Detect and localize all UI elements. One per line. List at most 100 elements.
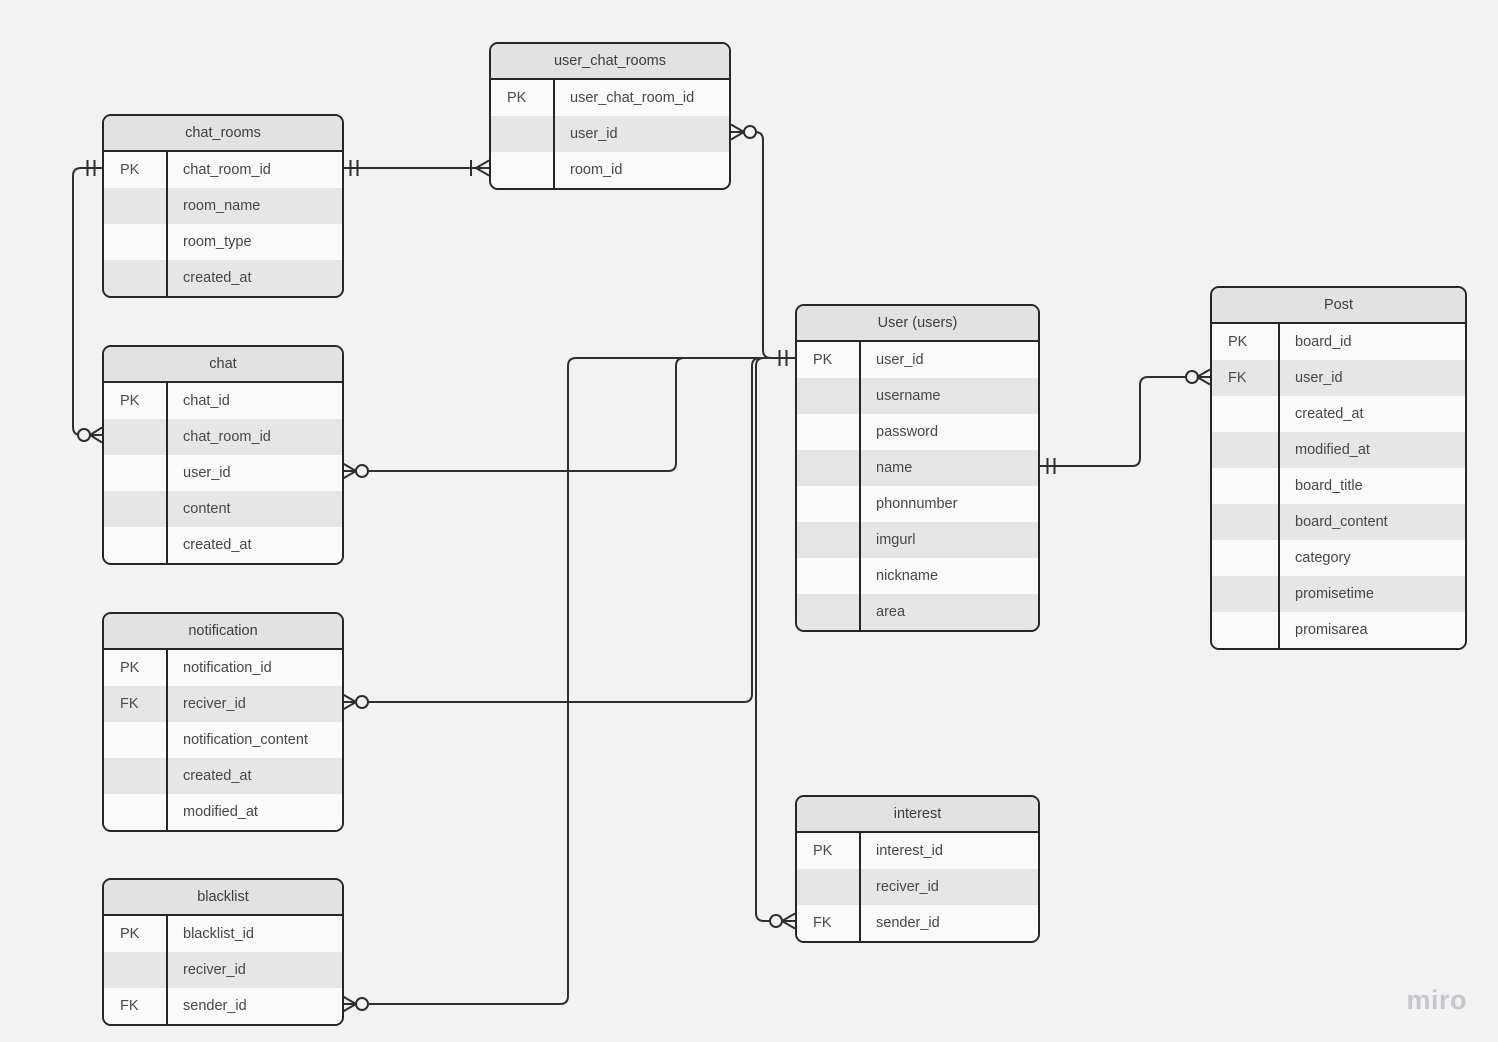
field-row-username: username [797,378,1038,414]
field-name: area [859,594,1038,630]
field-row-promisarea: promisarea [1212,612,1465,648]
key-cell [1212,468,1278,504]
key-cell [797,869,859,905]
field-row-created_at: created_at [104,758,342,794]
field-row-board_title: board_title [1212,468,1465,504]
field-row-created_at: created_at [104,527,342,563]
field-row-created_at: created_at [1212,396,1465,432]
key-cell [1212,396,1278,432]
field-row-room_name: room_name [104,188,342,224]
field-row-password: password [797,414,1038,450]
key-cell [104,758,166,794]
key-cell: PK [1228,334,1248,350]
field-row-board_content: board_content [1212,504,1465,540]
field-row-area: area [797,594,1038,630]
field-row-created_at: created_at [104,260,342,296]
key-cell [797,486,859,522]
crows-foot-many [89,426,103,444]
field-name: created_at [166,260,342,296]
connector-user_chat_rooms-user[interactable] [731,131,795,359]
connector-user-post[interactable] [1040,376,1210,467]
connector-line[interactable] [755,357,795,922]
connector-chat_rooms-chat[interactable] [72,167,102,436]
field-row-imgurl: imgurl [797,522,1038,558]
key-cell: PK [507,90,527,106]
field-name: promisarea [1278,612,1465,648]
miro-logo[interactable]: miro [1406,985,1467,1015]
field-name: content [166,491,342,527]
key-cell: PK [120,660,140,676]
field-row-phonnumber: phonnumber [797,486,1038,522]
field-row-room_id: room_id [491,152,729,188]
crows-foot-many [342,995,357,1013]
connector-markers-user-post [1046,368,1211,474]
key-cell: PK [813,843,833,859]
field-name: modified_at [166,794,342,830]
field-name: nickname [859,558,1038,594]
connector-interest-user[interactable] [755,357,795,922]
connector-line[interactable] [731,131,795,359]
key-cell [104,419,166,455]
field-row-category: category [1212,540,1465,576]
field-name: reciver_id [166,686,342,722]
connector-line[interactable] [343,357,795,1005]
key-cell [104,491,166,527]
field-name: room_name [166,188,342,224]
field-name: username [859,378,1038,414]
key-cell [491,116,553,152]
field-row-notification_id: PK notification_id [104,650,342,686]
field-row-nickname: nickname [797,558,1038,594]
field-name: room_type [166,224,342,260]
crows-foot-many [730,123,745,141]
field-row-notification_content: notification_content [104,722,342,758]
connector-markers-user_chat_rooms-user [730,123,788,366]
cardinality-zero-circle [769,914,783,928]
field-row-name: name [797,450,1038,486]
field-name: reciver_id [166,952,342,988]
field-name: board_title [1278,468,1465,504]
entity-title: blacklist [104,880,342,916]
connector-line[interactable] [1040,376,1210,467]
entity-title: Post [1212,288,1465,324]
field-name: modified_at [1278,432,1465,468]
key-cell [797,522,859,558]
field-name: phonnumber [859,486,1038,522]
field-row-user_chat_room_id: PK user_chat_room_id [491,80,729,116]
field-name: board_id [1278,324,1465,360]
field-name: password [859,414,1038,450]
crows-foot-many [342,693,357,711]
field-name: user_chat_room_id [553,80,729,116]
field-row-modified_at: modified_at [104,794,342,830]
connector-blacklist-user[interactable] [343,357,795,1005]
key-cell [104,455,166,491]
key-cell [104,260,166,296]
crows-foot-many [475,159,490,177]
key-cell [797,594,859,630]
field-name: chat_id [166,383,342,419]
field-name: imgurl [859,522,1038,558]
cardinality-zero-circle [355,997,369,1011]
key-cell: PK [813,352,833,368]
field-name: promisetime [1278,576,1465,612]
field-name: created_at [166,527,342,563]
field-row-room_type: room_type [104,224,342,260]
key-cell [797,414,859,450]
field-row-reciver_id: reciver_id [797,869,1038,905]
connector-line[interactable] [72,167,102,436]
cardinality-zero-circle [77,428,91,442]
key-cell [797,378,859,414]
field-name: notification_id [166,650,342,686]
